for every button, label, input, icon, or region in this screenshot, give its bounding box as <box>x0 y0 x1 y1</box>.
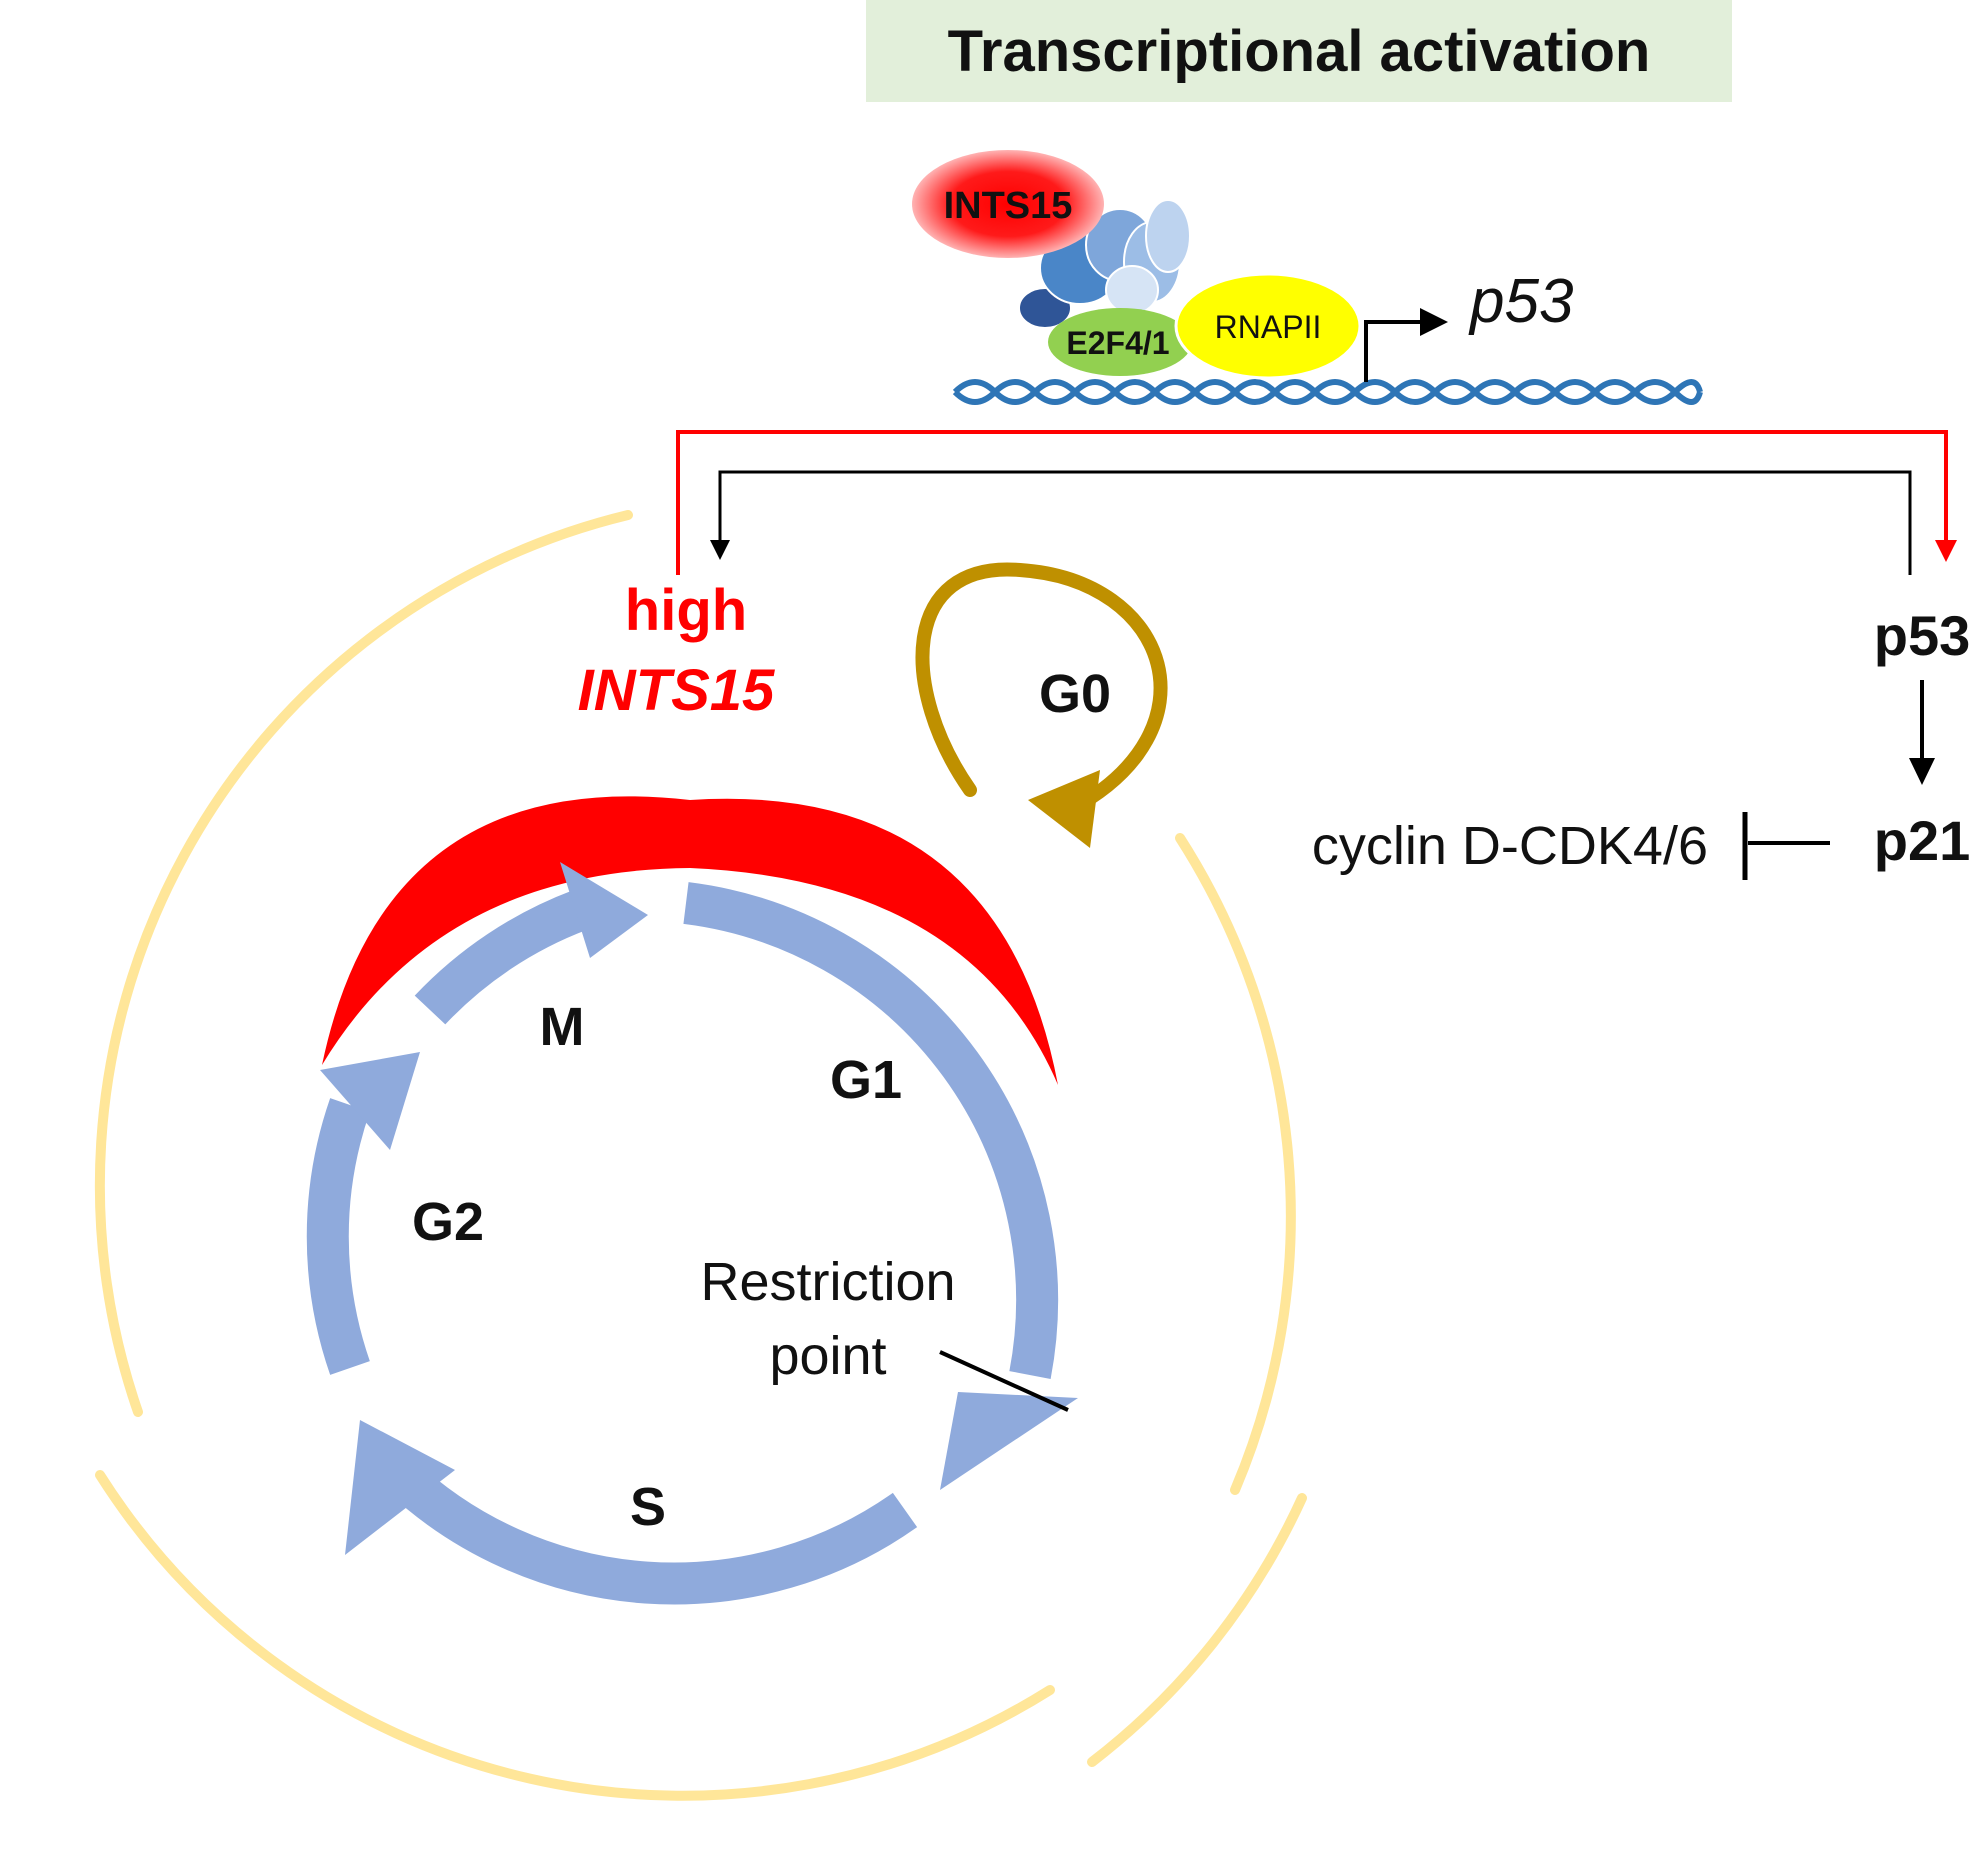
outer-ring-arc-right <box>1175 833 1296 1495</box>
g0-loop-arrowhead <box>1028 770 1100 848</box>
s-arrowhead <box>345 1420 455 1555</box>
rnapii-protein <box>1174 272 1362 380</box>
transcription-complex: INTS15 E2F4/1 RNAPII p53 <box>912 150 1703 405</box>
e2f-protein-label: E2F4/1 <box>1066 325 1169 361</box>
g1-arc <box>683 882 1059 1379</box>
g2-arc <box>306 1098 370 1375</box>
outer-ring <box>94 510 1307 1801</box>
subunit-4 <box>1145 199 1191 273</box>
ints15-crescent <box>322 796 1058 1085</box>
red-feedback-arrowhead <box>1935 540 1957 562</box>
phase-m-label: M <box>540 997 585 1057</box>
s-arc <box>385 1459 918 1605</box>
ints15-protein-label: INTS15 <box>944 185 1073 227</box>
dna-strand-2 <box>952 379 1703 405</box>
rnapii-protein-label: RNAPII <box>1215 309 1322 345</box>
high-label: high <box>625 578 747 643</box>
p53-protein-label: p53 <box>1874 604 1971 667</box>
outer-ring-arc-bottom <box>95 1470 1055 1801</box>
ints15-protein <box>912 150 1104 258</box>
p53-to-p21-arrowhead <box>1909 758 1935 785</box>
phase-g0-label: G0 <box>1039 664 1111 724</box>
p53-gene-label: p53 <box>1468 267 1573 336</box>
restriction-label-line1: Restriction <box>700 1252 955 1312</box>
subunit-5 <box>1105 265 1159 315</box>
diagram-title: Transcriptional activation <box>947 18 1651 84</box>
high-ints15-label: INTS15 <box>578 658 775 723</box>
restriction-point-marker <box>939 1350 1069 1412</box>
tss-arrowhead <box>1420 308 1448 336</box>
cyclin-cdk-label: cyclin D-CDK4/6 <box>1312 816 1708 876</box>
e2f-protein <box>1048 308 1192 376</box>
black-feedback-line <box>718 470 1912 575</box>
dna-strand-1 <box>952 379 1703 405</box>
phase-g2-label: G2 <box>412 1192 484 1252</box>
title-banner <box>866 0 1732 102</box>
outer-ring-arc-bottom-right <box>1087 1493 1307 1767</box>
p21-protein-label: p21 <box>1874 809 1971 872</box>
g2-arrowhead <box>320 1052 420 1150</box>
restriction-label-line2: point <box>769 1326 886 1386</box>
black-feedback-arrowhead <box>710 540 730 560</box>
m-arrowhead <box>560 862 648 958</box>
tss-arrow <box>1364 320 1430 382</box>
phase-g1-label: G1 <box>830 1050 902 1110</box>
g0-loop-arc <box>915 562 1168 817</box>
red-feedback-line <box>676 430 1948 575</box>
m-arc <box>414 890 588 1025</box>
dna-helix <box>952 379 1703 405</box>
feedback-lines <box>676 430 1957 575</box>
g1-arrowhead <box>940 1392 1078 1490</box>
cell-cycle-ring <box>306 862 1078 1605</box>
mediator-subunits <box>1018 199 1191 329</box>
phase-s-label: S <box>630 1477 666 1537</box>
g0-loop <box>915 562 1168 848</box>
outer-ring-arc-top-left <box>94 510 633 1417</box>
